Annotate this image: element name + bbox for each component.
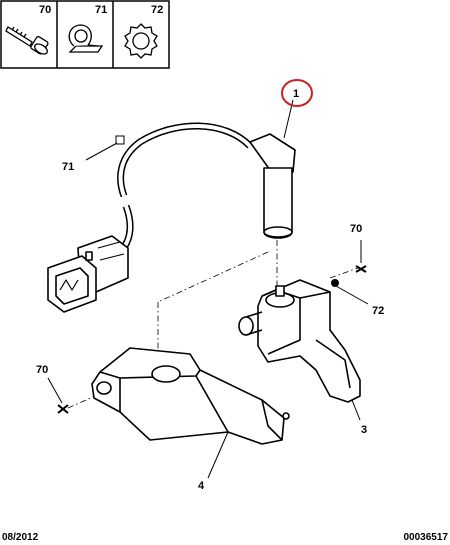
bolt-marker-left (57, 404, 69, 414)
washer-marker (331, 279, 339, 287)
callout-clip: 71 (62, 161, 74, 173)
clip-marker (115, 135, 125, 145)
cable-clip-icon (68, 24, 104, 53)
bracket-right (238, 279, 361, 403)
parts-legend: 70 71 72 (0, 0, 170, 69)
bolt-marker-right (355, 265, 367, 273)
star-washer-icon (124, 23, 158, 59)
callout-bolt-left: 70 (36, 364, 48, 376)
callout-sensor: 1 (293, 88, 299, 100)
legend-ref-washer: 72 (151, 4, 163, 16)
bracket-left (91, 347, 290, 445)
highlight-ring (281, 79, 313, 107)
speed-sensor (47, 122, 296, 313)
legend-ref-bolt: 70 (39, 4, 51, 16)
leader-lines (47, 99, 369, 479)
callout-bracket-left: 4 (198, 480, 205, 492)
footer-date: 08/2012 (2, 532, 39, 543)
callout-bolt-right: 70 (350, 223, 362, 235)
footer-reference: 00036517 (404, 532, 449, 543)
callout-washer: 72 (372, 305, 384, 317)
legend-ref-clip: 71 (95, 4, 107, 16)
callout-bracket-right: 3 (361, 424, 367, 436)
bolt-icon (5, 26, 49, 55)
